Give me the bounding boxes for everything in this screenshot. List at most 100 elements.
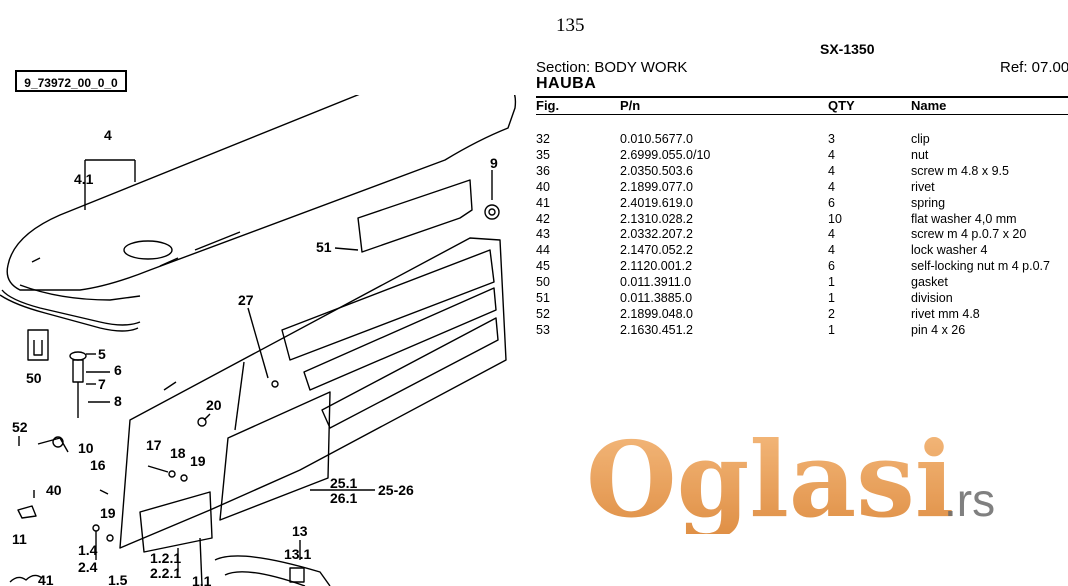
table-cell-pn: 0.011.3911.0 [620,275,692,290]
table-row: 35 2.6999.055.0/10 4 nut [536,148,1068,164]
table-cell-pn: 2.1899.048.0 [620,306,693,321]
col-header-fig: Fig. [536,98,560,113]
table-cell-pn: 2.1630.451.2 [620,322,693,337]
grille-body-drawing [119,237,507,549]
table-cell-fig: 40 [536,179,550,194]
callout-label: 20 [206,397,222,413]
table-cell-qty: 3 [828,132,835,146]
table-cell-qty: 10 [828,211,842,226]
table-cell-fig: 42 [536,211,550,226]
table-cell-nm: pin 4 x 26 [911,322,966,337]
callout-label: 2.2.1 [150,565,181,581]
table-cell-fig: 35 [536,147,550,162]
callout-label: 52 [12,419,28,435]
table-cell-qty: 6 [828,259,835,274]
callout-label: 5 [98,346,106,362]
diagram-ref-code: 9_73972_00_0_0 [15,70,127,92]
section-label: Section: BODY WORK [536,59,688,76]
table-rule-bottom [536,114,1068,115]
table-rule-top [536,96,1068,98]
table-cell-qty: 4 [828,227,835,242]
model-code: SX-1350 [820,41,875,57]
callout-label: 18 [170,445,186,461]
table-cell-qty: 4 [828,179,835,194]
table-cell-nm: division [911,291,953,306]
hood-lid-drawing [6,95,517,291]
col-header-pn: P/n [620,98,641,113]
table-cell-nm: self-locking nut m 4 p.0.7 [911,259,1050,274]
table-cell-pn: 0.010.5677.0 [620,132,693,146]
table-cell-pn: 2.4019.619.0 [620,195,693,210]
table-cell-fig: 36 [536,163,550,178]
table-cell-nm: nut [911,147,929,162]
table-cell-pn: 2.1899.077.0 [620,179,693,194]
table-cell-fig: 43 [536,227,550,242]
table-cell-nm: screw m 4.8 x 9.5 [911,163,1009,178]
table-cell-nm: spring [911,195,946,210]
callout-label: 7 [98,376,106,392]
table-cell-nm: rivet mm 4.8 [911,306,980,321]
col-header-name: Name [911,98,947,113]
callout-label: 13 [292,523,308,539]
table-row: 41 2.4019.619.0 6 spring [536,196,1068,212]
callout-label: 13.1 [284,546,311,562]
callout-label: 19 [190,453,206,469]
callout-label: 4.1 [74,171,94,187]
table-cell-nm: gasket [911,275,948,290]
ref-label: Ref: 07.00 [1000,59,1068,76]
table-cell-fig: 32 [536,132,550,146]
table-cell-pn: 2.1120.001.2 [620,259,693,274]
table-cell-qty: 4 [828,163,835,178]
callout-label: 1.2.1 [150,550,181,566]
callout-label: 25-26 [378,482,414,498]
table-row: 50 0.011.3911.0 1 gasket [536,275,1068,291]
table-cell-fig: 51 [536,291,550,306]
table-row: 36 2.0350.503.6 4 screw m 4.8 x 9.5 [536,164,1068,180]
table-cell-nm: flat washer 4,0 mm [911,211,1017,226]
table-cell-qty: 2 [828,306,835,321]
page-number: 135 [556,15,585,36]
table-row: 52 2.1899.048.0 2 rivet mm 4.8 [536,307,1068,323]
callout-label: 16 [90,457,106,473]
callout-label: 1.1 [192,573,212,586]
section-title: HAUBA [536,75,597,92]
table-cell-qty: 6 [828,195,835,210]
callout-label: 41 [38,572,54,586]
table-row: 42 2.1310.028.2 10 flat washer 4,0 mm [536,212,1068,228]
callout-label: 25.1 [330,475,357,491]
table-cell-pn: 2.6999.055.0/10 [620,147,711,162]
table-cell-pn: 2.1310.028.2 [620,211,693,226]
callout-label: 1.4 [78,542,98,558]
callout-label: 17 [146,437,162,453]
table-cell-fig: 41 [536,195,550,210]
callout-label: 50 [26,370,42,386]
callout-label: 51 [316,239,332,255]
watermark-suffix-text: .rs [944,474,995,526]
table-cell-nm: lock washer 4 [911,243,988,258]
table-cell-pn: 2.0350.503.6 [620,163,693,178]
watermark-brand-text: Oglasi [586,424,954,534]
table-cell-qty: 1 [828,275,835,290]
callout-label: 10 [78,440,94,456]
table-cell-pn: 2.0332.207.2 [620,227,693,242]
table-cell-qty: 1 [828,291,835,306]
callout-label: 2.4 [78,559,98,575]
table-cell-fig: 50 [536,275,550,290]
callout-label: 8 [114,393,122,409]
callout-label: 27 [238,292,254,308]
callout-label: 11 [12,531,27,547]
table-cell-nm: rivet [911,179,935,194]
table-cell-pn: 2.1470.052.2 [620,243,693,258]
division-panel-drawing [357,179,473,253]
table-cell-fig: 52 [536,306,550,321]
table-cell-qty: 4 [828,147,835,162]
